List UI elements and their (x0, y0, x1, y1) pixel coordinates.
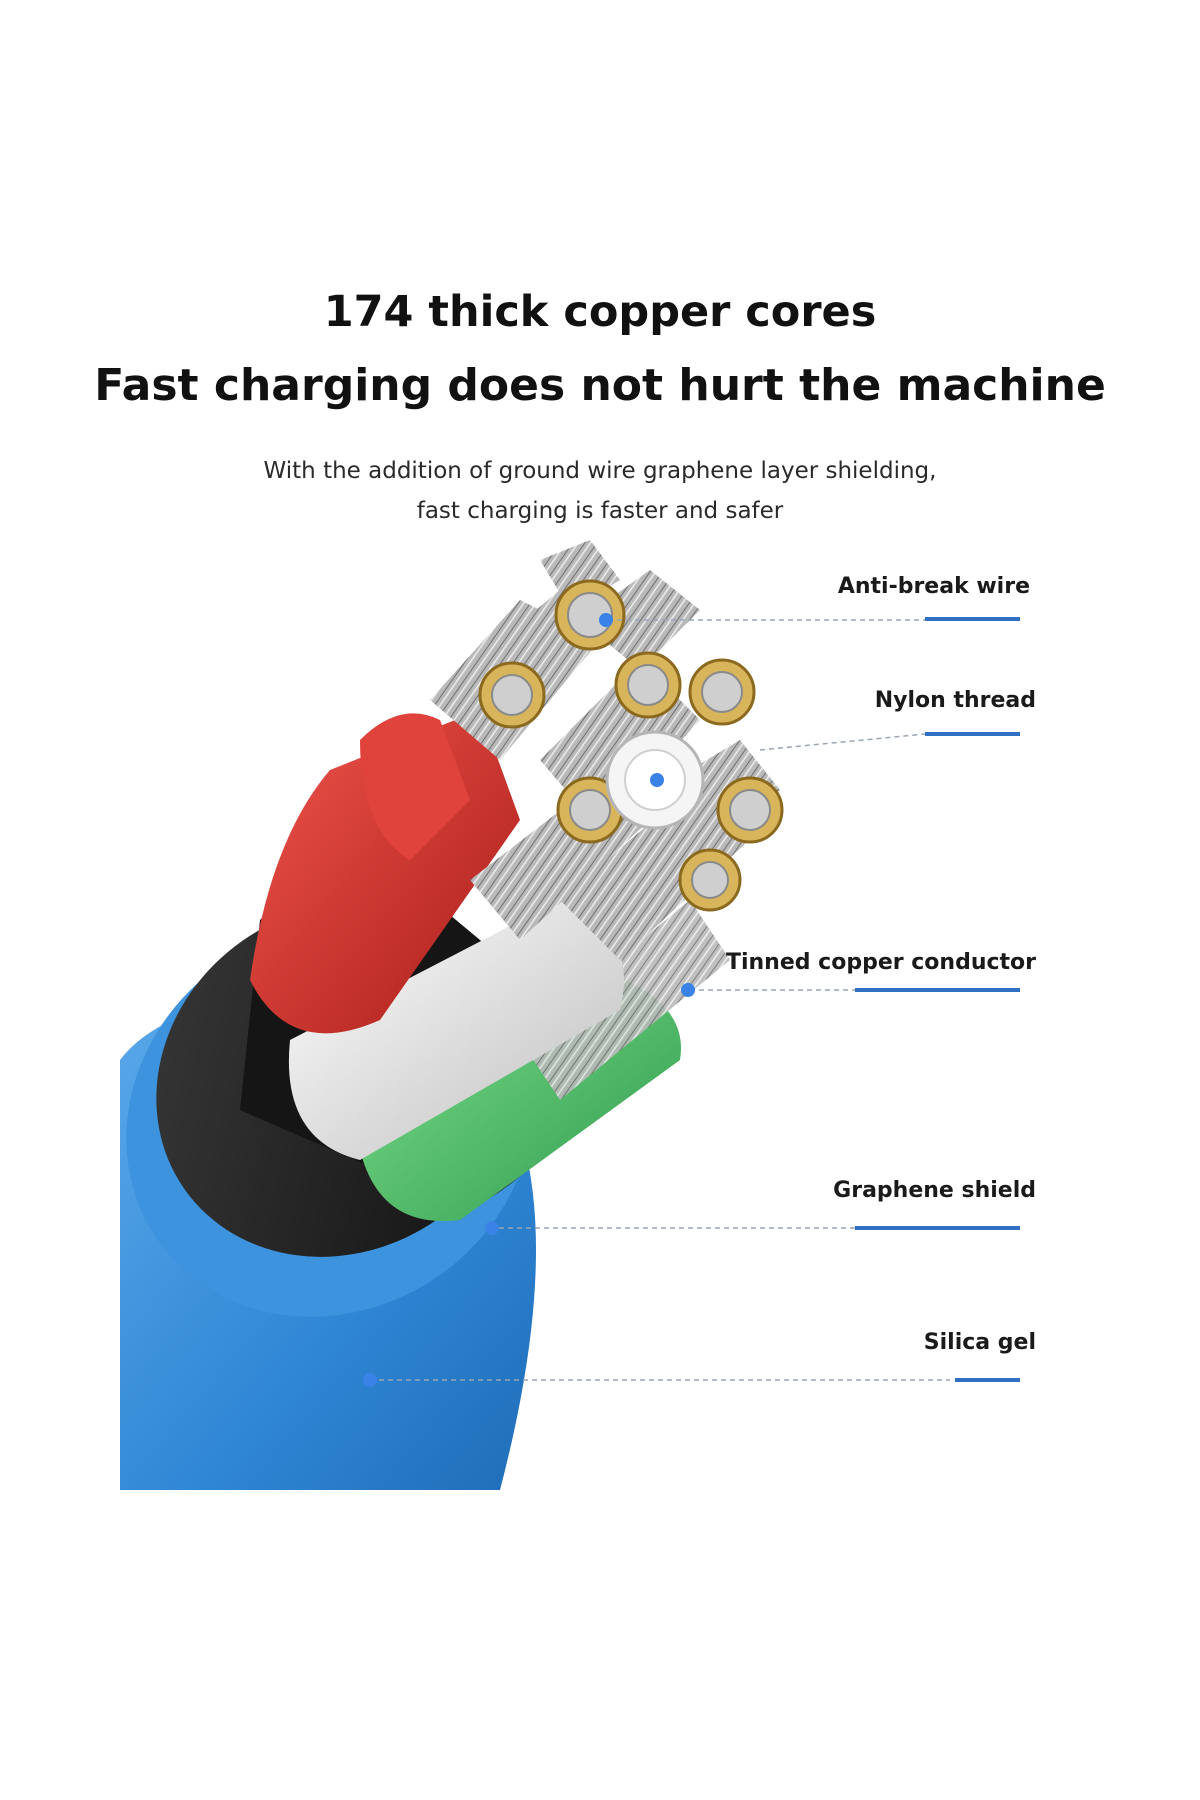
subtitle-line-2: fast charging is faster and safer (416, 498, 784, 524)
green-core (360, 900, 730, 1222)
subtitle-line-1: With the addition of ground wire graphen… (263, 458, 937, 484)
red-core (250, 710, 520, 1034)
callout-label-graphene-shield: Graphene shield (833, 1178, 1036, 1203)
callout-label-silica-gel: Silica gel (923, 1330, 1036, 1355)
callout-label-anti-break-wire: Anti-break wire (837, 574, 1030, 599)
title-line-1: 174 thick copper cores (323, 287, 877, 337)
callout-label-tinned-copper-conductor: Tinned copper conductor (725, 950, 1036, 975)
white-core (288, 900, 624, 1160)
callout-anchor-dots (363, 613, 695, 1387)
callout-label-nylon-thread: Nylon thread (874, 688, 1036, 713)
callout-leader-lines (370, 619, 950, 1381)
title-line-2: Fast charging does not hurt the machine (94, 360, 1106, 411)
copper-core-tips (478, 579, 784, 912)
callout-accent-bars (855, 617, 1020, 1382)
